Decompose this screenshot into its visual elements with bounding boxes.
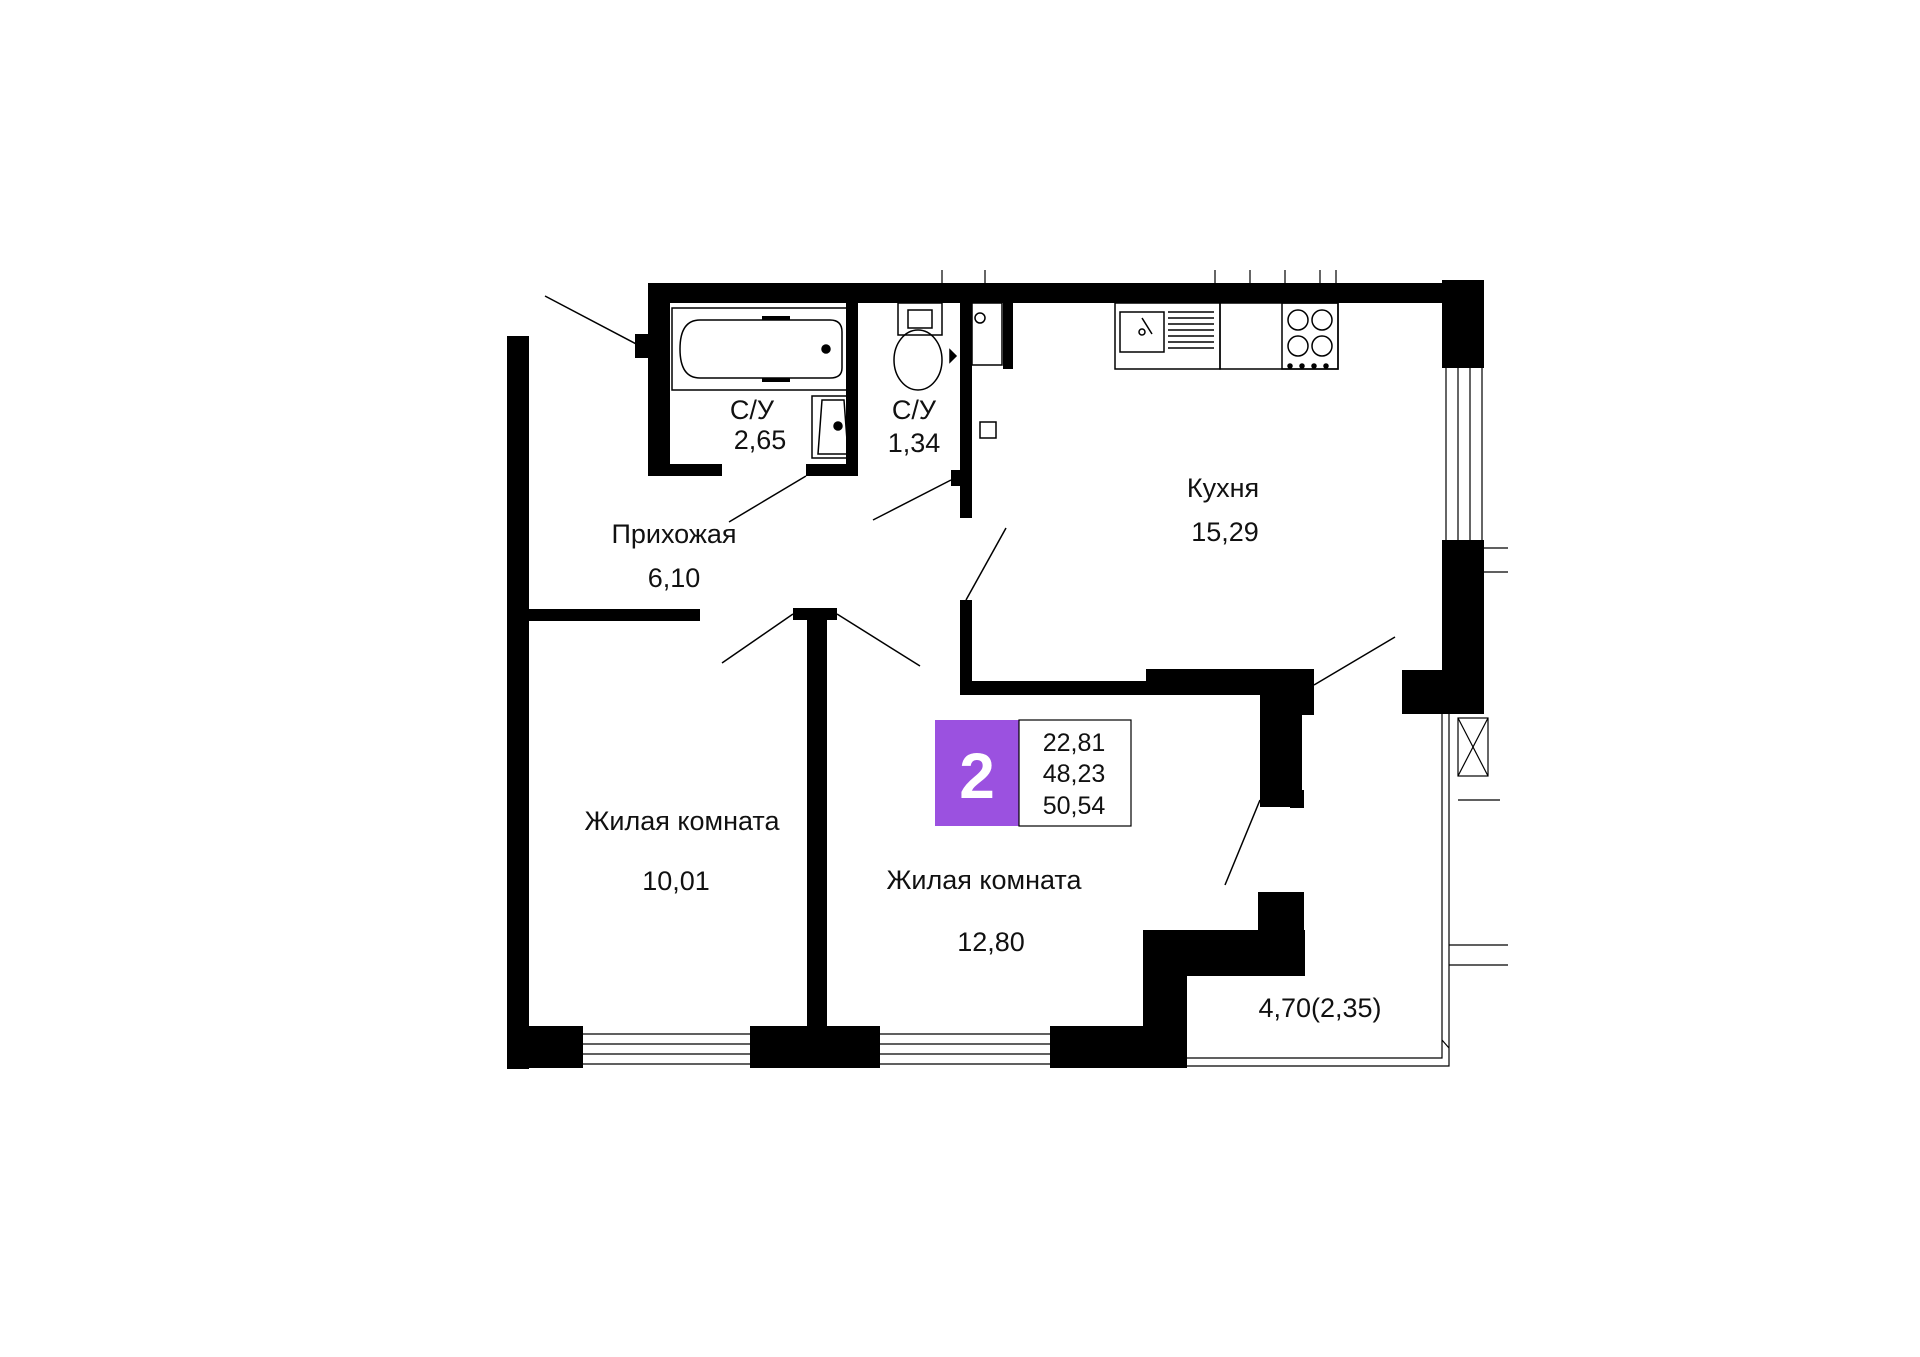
toilet-door [872, 479, 952, 521]
total-area: 48,23 [1043, 760, 1106, 788]
room-balcony-area: 4,70(2,35) [1258, 993, 1381, 1023]
kitchen-door [965, 527, 1007, 601]
walls [507, 280, 1484, 1069]
bathtub-icon [671, 307, 849, 391]
bedroom-center-door [836, 613, 921, 667]
washbasin-icon [811, 395, 853, 459]
window-bedroom-left [583, 1033, 750, 1065]
room-toilet: С/У 1,34 [888, 395, 941, 458]
summary-block: 2 22,81 48,23 50,54 [935, 719, 1132, 827]
sink-icon [1114, 302, 1221, 370]
living-area: 22,81 [1043, 729, 1106, 757]
window-bedroom-center [880, 1033, 1050, 1065]
room-hallway-label: Прихожая [611, 519, 736, 549]
room-toilet-area: 1,34 [888, 428, 941, 458]
room-bedroom-left: Жилая комната 10,01 [584, 806, 780, 896]
bedroom-left-door [721, 613, 794, 664]
balcony-door-kitchen [1313, 636, 1396, 686]
room-bedroom-left-area: 10,01 [642, 866, 710, 896]
summary-area-box [1018, 719, 1132, 827]
room-kitchen-area: 15,29 [1191, 517, 1259, 547]
stove-icon [1219, 302, 1339, 370]
balcony [1187, 714, 1508, 1067]
rooms-count: 2 [959, 740, 995, 812]
room-bathroom-label: С/У [730, 395, 775, 425]
entrance-door [544, 295, 641, 347]
area-with-balcony: 50,54 [1043, 792, 1106, 820]
room-hallway: Прихожая 6,10 [611, 519, 736, 593]
balcony-door-bedroom [1224, 799, 1261, 886]
room-bathroom: С/У 2,65 [730, 395, 786, 455]
windows [509, 270, 1508, 1065]
window-kitchen [1445, 368, 1508, 573]
room-kitchen: Кухня 15,29 [1187, 473, 1259, 547]
room-bathroom-area: 2,65 [734, 425, 787, 455]
toilet-icon [893, 302, 958, 391]
room-bedroom-left-label: Жилая комната [584, 806, 780, 836]
room-bedroom-center-area: 12,80 [957, 927, 1025, 957]
washing-machine-icon [971, 302, 1003, 439]
room-kitchen-label: Кухня [1187, 473, 1259, 503]
room-balcony: 4,70(2,35) [1258, 993, 1381, 1023]
room-bedroom-center-label: Жилая комната [886, 865, 1082, 895]
rooms-count-badge [935, 720, 1019, 826]
room-hallway-area: 6,10 [648, 563, 701, 593]
bathroom-door [728, 475, 807, 523]
doors [544, 295, 1396, 886]
room-toilet-label: С/У [892, 395, 937, 425]
room-bedroom-center: Жилая комната 12,80 [886, 865, 1082, 957]
